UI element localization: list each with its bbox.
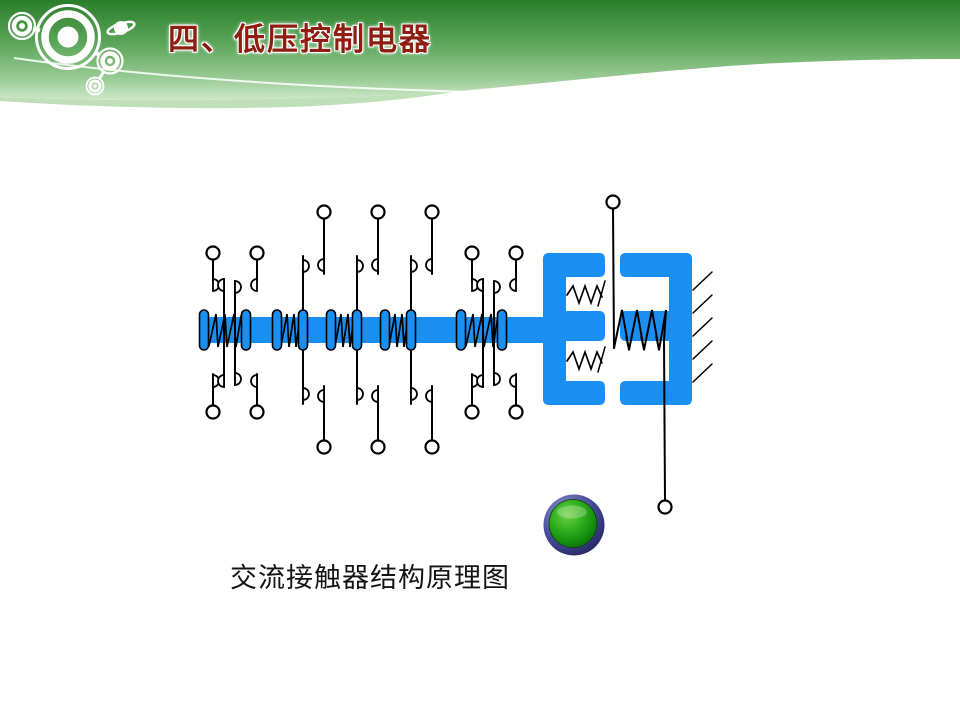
- header-banner: [0, 0, 960, 109]
- aux-contact-group-right: [464, 245, 524, 420]
- decorative-circles: [7, 4, 124, 96]
- main-contact-group-3: [410, 204, 440, 455]
- terminal-circle: [370, 204, 386, 220]
- aux-contact-group-left: [205, 245, 265, 420]
- coil-terminal-top: [605, 194, 621, 210]
- header-wave: [0, 0, 960, 109]
- terminal-circle: [316, 439, 332, 455]
- terminal-circle: [249, 404, 265, 420]
- terminal-circle: [370, 439, 386, 455]
- terminal-circle: [508, 404, 524, 420]
- terminal-circle: [249, 245, 265, 261]
- return-spring-bottom: [566, 346, 606, 373]
- planet-icon: [106, 20, 136, 36]
- terminal-circle: [464, 404, 480, 420]
- terminal-circle: [205, 245, 221, 261]
- terminal-circle: [464, 245, 480, 261]
- terminal-circle: [205, 404, 221, 420]
- diagram-caption: 交流接触器结构原理图: [230, 563, 510, 594]
- armature-core: [543, 253, 605, 405]
- start-button[interactable]: [543, 494, 605, 556]
- terminal-circle: [424, 204, 440, 220]
- terminal-circle: [508, 245, 524, 261]
- page-title: 四、低压控制电器: [168, 22, 432, 57]
- contact-bridges: [198, 309, 508, 351]
- mounting-hatch: [692, 271, 713, 383]
- coil-terminal-bottom: [657, 499, 673, 515]
- return-spring-top: [566, 280, 606, 307]
- contact-springs: [208, 313, 499, 348]
- terminal-circle: [424, 439, 440, 455]
- terminal-circle: [316, 204, 332, 220]
- coil: [605, 194, 673, 515]
